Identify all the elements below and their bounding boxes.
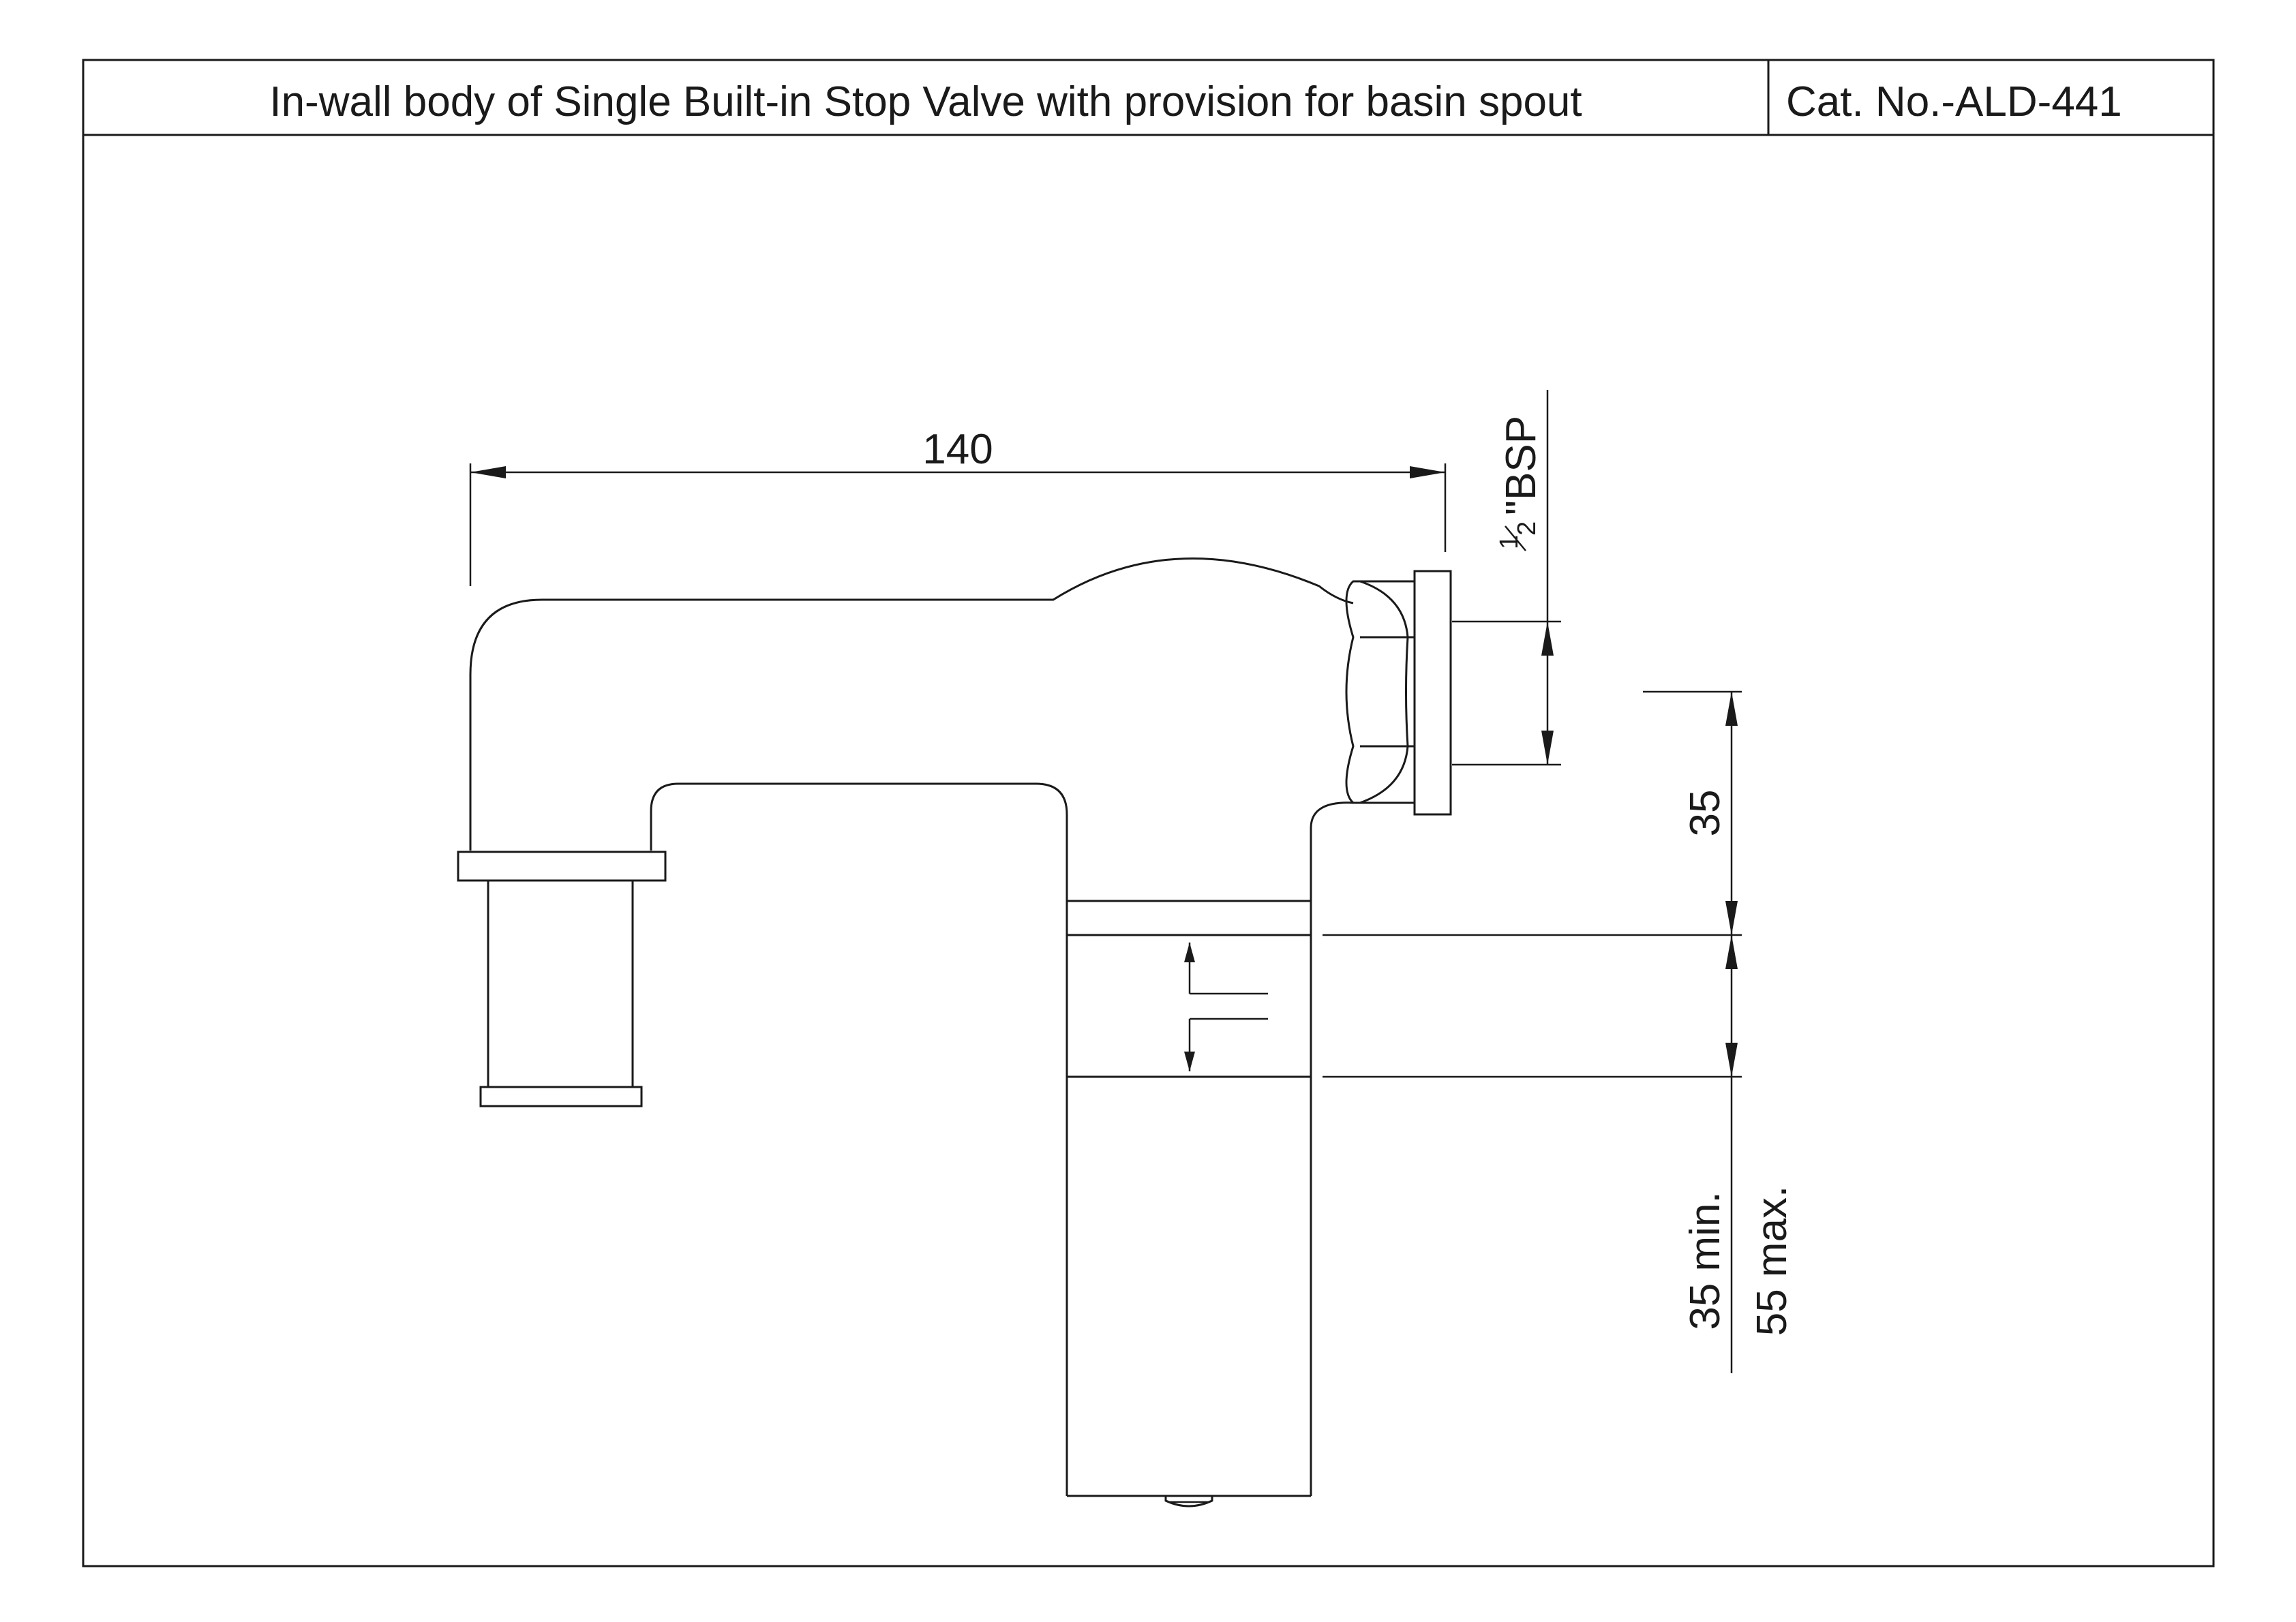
dimension-wall-depth: 35 min. 55 max. xyxy=(1323,935,1796,1373)
spout-offset-label: 35 xyxy=(1682,790,1729,837)
dimension-length: 140 xyxy=(469,426,1447,586)
thread-fraction-denominator: 2 xyxy=(1513,521,1541,536)
dimension-spout-offset: 35 xyxy=(1323,690,1742,936)
thread-spec-label: "BSP xyxy=(1498,416,1545,515)
spout-connector xyxy=(457,851,667,1107)
depth-min-label: 35 min. xyxy=(1682,1191,1729,1330)
valve-body xyxy=(469,557,1354,1508)
depth-max-label: 55 max. xyxy=(1749,1186,1796,1336)
hex-nut-fitting xyxy=(1345,570,1452,816)
drawing-title: In-wall body of Single Built-in Stop Val… xyxy=(269,78,1582,125)
dimension-length-label: 140 xyxy=(922,426,993,473)
catalog-number: Cat. No.-ALD-441 xyxy=(1786,78,2122,125)
drawing-border xyxy=(82,59,2215,1567)
dimension-thread: 1 2 "BSP xyxy=(1452,390,1561,766)
